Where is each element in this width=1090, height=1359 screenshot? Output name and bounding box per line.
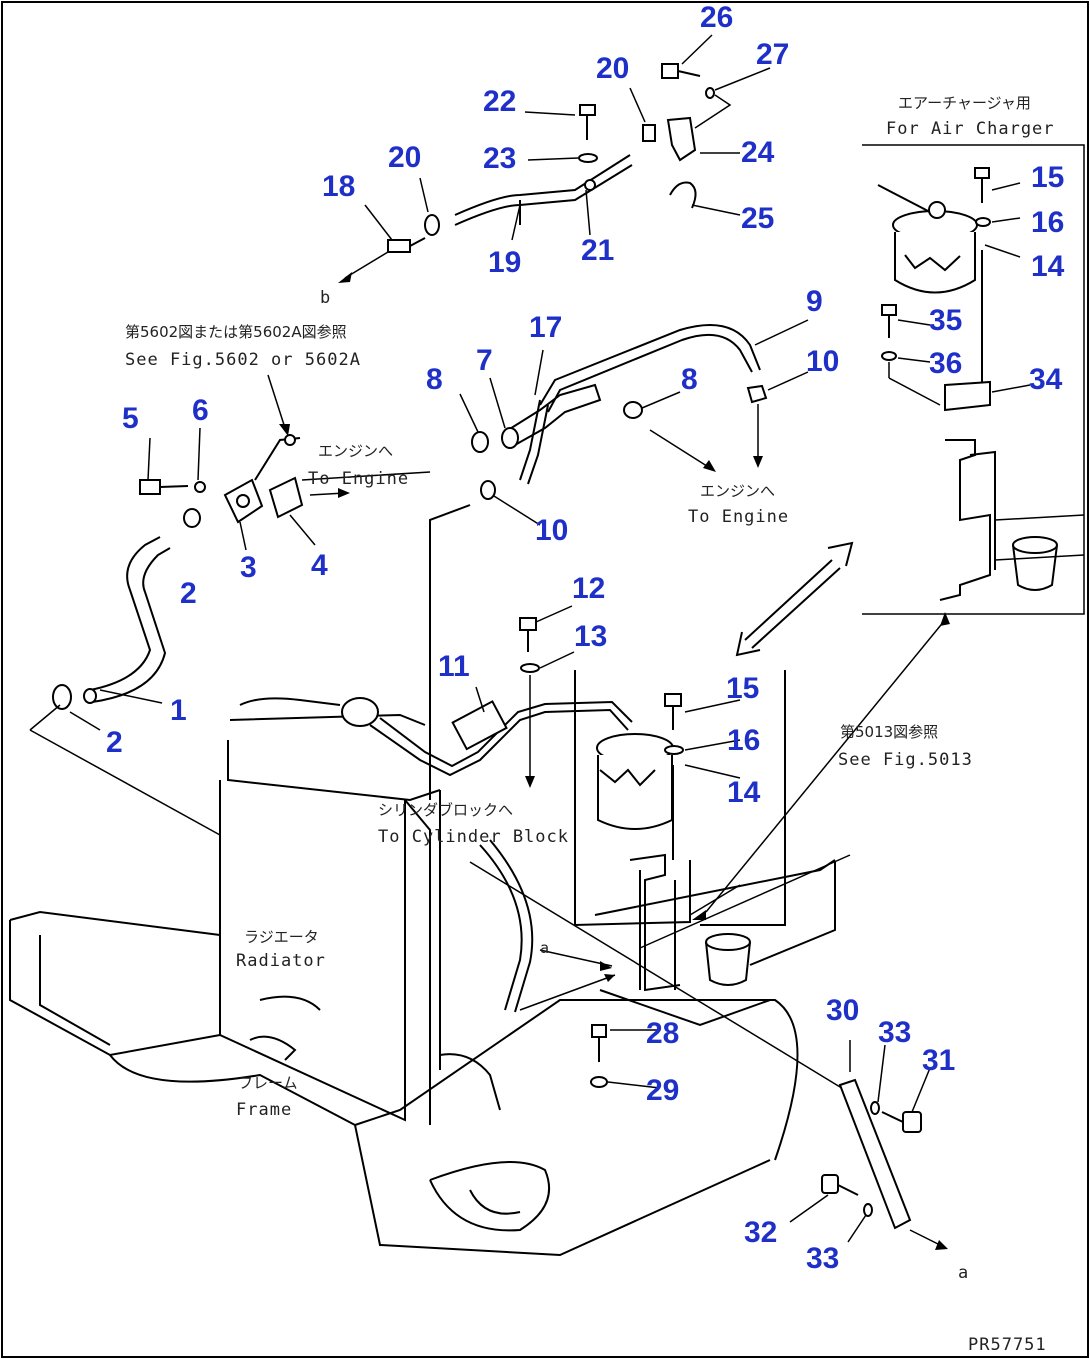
callout-10b: 10: [535, 514, 568, 547]
callout-31: 31: [922, 1044, 955, 1077]
callout-14b: 14: [727, 776, 761, 809]
to-cylinder-jp: シリンダブロックへ: [378, 801, 513, 819]
hose-assembly-left: [29, 434, 431, 731]
callout-20b: 20: [596, 52, 629, 85]
callout-28: 28: [646, 1017, 679, 1050]
callout-33b: 33: [806, 1242, 839, 1275]
callout-15b: 15: [726, 672, 759, 705]
callout-10a: 10: [806, 345, 839, 378]
air-charger-en: For Air Charger: [886, 119, 1055, 139]
callout-29: 29: [646, 1074, 679, 1107]
inset-pointer-arrow: [735, 541, 854, 657]
callout-13: 13: [574, 620, 607, 653]
callout-8a: 8: [426, 363, 443, 396]
to-engine-note-2: エンジンへ To Engine: [688, 482, 789, 527]
callout-9: 9: [806, 285, 823, 318]
to-cylinder-en: To Cylinder Block: [378, 827, 569, 847]
radiator-jp: ラジエータ: [244, 928, 319, 946]
callout-22: 22: [483, 85, 516, 118]
callout-11: 11: [438, 650, 470, 683]
callout-labels: 1 2 2 3 4 5 6 7 8 8 9 10 10 11 12 13 14 …: [106, 1, 1065, 1275]
callout-33a: 33: [878, 1016, 911, 1049]
to-engine-1-jp: エンジンへ: [318, 442, 393, 460]
callout-34: 34: [1029, 363, 1063, 396]
callout-16a: 16: [1031, 206, 1064, 239]
callout-16b: 16: [727, 724, 760, 757]
radiator-en: Radiator: [236, 951, 326, 971]
air-charger-inset: [862, 144, 1085, 615]
ref-a-label-2: a: [958, 1263, 969, 1283]
callout-32: 32: [744, 1216, 777, 1249]
callout-12: 12: [572, 572, 605, 605]
callout-7: 7: [476, 344, 493, 377]
callout-15a: 15: [1031, 161, 1064, 194]
callout-24: 24: [741, 136, 775, 169]
callout-3: 3: [240, 551, 257, 584]
frame-jp: フレーム: [238, 1074, 298, 1092]
callout-30: 30: [826, 994, 859, 1027]
hose-assembly-upper: [471, 324, 768, 500]
callout-27: 27: [756, 38, 789, 71]
callout-35: 35: [929, 304, 962, 337]
see-fig-5013-jp: 第5013図参照: [840, 723, 938, 741]
callout-19: 19: [488, 246, 521, 279]
callout-6: 6: [192, 394, 209, 427]
callout-25: 25: [741, 202, 774, 235]
see-fig-5013-en: See Fig.5013: [838, 750, 973, 770]
radiator-and-frame: a: [9, 504, 950, 1257]
leader-lines: [69, 34, 1031, 1243]
see-fig-5602-en: See Fig.5602 or 5602A: [125, 350, 361, 370]
callout-17: 17: [529, 311, 562, 344]
callout-4: 4: [311, 549, 328, 582]
to-engine-2-en: To Engine: [688, 507, 789, 527]
text-notes: エアーチャージャ用 For Air Charger シリンダブロックへ To C…: [236, 94, 1055, 1355]
to-engine-1-en: To Engine: [308, 469, 409, 489]
callout-26: 26: [700, 1, 733, 34]
air-charger-jp: エアーチャージャ用: [898, 94, 1031, 112]
stay-assembly: a: [821, 1040, 969, 1283]
callout-2a: 2: [180, 577, 197, 610]
to-engine-note-1: エンジンへ To Engine: [308, 442, 409, 489]
to-engine-2-jp: エンジンへ: [700, 482, 775, 500]
callout-1: 1: [170, 694, 187, 727]
callout-20a: 20: [388, 141, 421, 174]
callout-36: 36: [929, 347, 962, 380]
upper-pipe-assembly: [338, 63, 715, 283]
ref-b-label: b: [320, 288, 331, 308]
callout-18: 18: [322, 170, 355, 203]
reference-note-5602: b 第5602図または第5602A図参照 See Fig.5602 or 560…: [125, 288, 361, 436]
frame-en: Frame: [236, 1100, 292, 1120]
callout-14a: 14: [1031, 250, 1065, 283]
see-fig-5602-jp: 第5602図または第5602A図参照: [125, 323, 347, 341]
callout-23: 23: [483, 142, 516, 175]
callout-2b: 2: [106, 726, 123, 759]
drawing-id: PR57751: [968, 1335, 1047, 1355]
callout-5: 5: [122, 402, 139, 435]
callout-8b: 8: [681, 363, 698, 396]
ref-a-label-1: a: [540, 939, 550, 957]
callout-21: 21: [581, 234, 614, 267]
